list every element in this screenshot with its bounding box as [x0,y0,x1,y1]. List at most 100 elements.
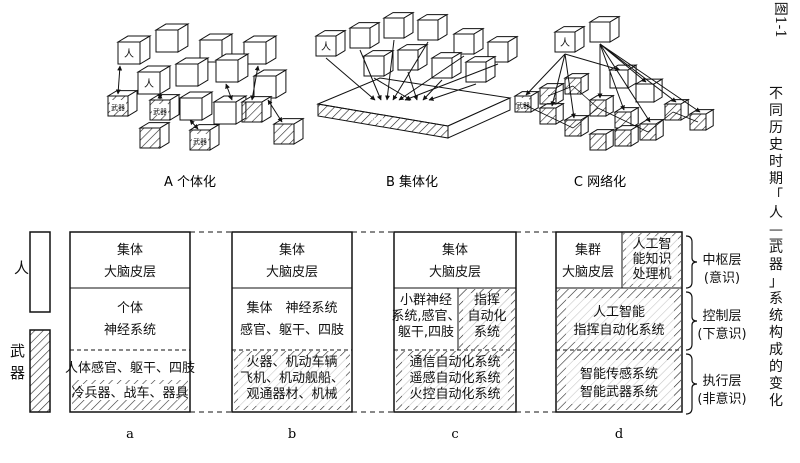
panel-b-person-cube [486,35,519,63]
panel-b-person-cube-label: 人 [321,41,331,53]
caption-char: 武 [769,240,783,256]
col-d-bot-line2: 智能武器系统 [580,385,658,400]
col-c-bot-line1: 通信自动化系统 [409,355,500,370]
panel-c-person-cube: 人 [553,25,586,53]
caption-char: 历 [769,120,783,136]
caption-char: 变 [769,376,783,392]
panel-c-label: C 网络化 [574,174,626,190]
panel-a-person-cube-label: 人 [144,78,154,90]
panel-a-person-cube [174,57,210,87]
panel-a-weapon-cube [272,117,305,145]
caption-char: 不 [769,86,783,102]
panel-a-person-cube [212,95,248,125]
panel-c-weapon-cube [538,102,566,125]
col-b-bot-line2: 飞机、机动舰船、 [240,371,344,386]
panel-a-person-cube [178,91,214,121]
col-d-topright-line3: 处理机 [632,267,671,282]
col-a-mid-line1: 个体 [117,301,143,316]
panel-a-weapon-cube-label: 武器 [153,107,167,116]
col-c-midleft-line2: 系统,感官、 [391,308,460,324]
col-c-bot-line2: 遥感自动化系统 [409,370,500,386]
panel-b-person-cube [362,49,395,77]
legend-weapon-char-2: 器 [10,364,25,382]
column-connectors [190,231,556,413]
panel-b-person-cube [396,43,429,71]
panel-a-weapon-cube: 武器 [106,89,139,117]
panel-b-label: B 集体化 [386,174,438,190]
layer-exec-note: (非意识) [697,391,746,407]
panel-c-weapon-cube [538,82,566,105]
caption-char: 的 [769,359,783,375]
caption-char: 同 [769,103,783,119]
panel-a-person-cube [252,69,288,99]
panel-c-weapon-cube-label: 武器 [516,101,530,110]
panel-a-person-cube [198,33,234,63]
panel-a-weapon-cube: 武器 [148,93,181,121]
layer-control-name: 控制层 [702,309,741,324]
panel-c-person-cube-label: 人 [560,37,570,49]
col-c-letter: c [451,427,458,442]
panel-a-person-cube [214,53,250,83]
caption-char: 器 [769,257,783,273]
legend-weapon-box [29,329,51,413]
col-d-topleft-line1: 集群 [575,242,601,258]
col-a-letter: a [126,427,134,442]
col-d-topright-line1: 人工智 [632,237,671,252]
col-b-bot-line3: 观通器材、机械 [246,387,337,402]
panel-a-weapon-cube-label: 武器 [193,137,207,146]
col-b-letter: b [288,427,296,442]
panel-b-person-cube [348,21,381,49]
panel-c-weapon-cube [613,124,641,147]
col-c-top-line1: 集体 [442,242,468,258]
panel-b-person-cube [382,11,415,39]
panel-a-weapon-cube-label: 武器 [111,103,125,112]
panel-c-weapon-cube [588,128,616,151]
col-d-topright-line2: 能知识 [632,251,671,267]
col-b-bot-line1: 火器、机动车辆 [246,354,337,370]
layer-braces [685,235,698,415]
col-d-mid-line2: 指挥自动化系统 [573,323,664,338]
panel-c-weapon-cube [638,118,666,141]
panel-a-person-cube: 人 [116,35,152,65]
layer-control-note: (下意识) [697,326,746,342]
column-a: 集体 大脑皮层 个体 神经系统 人体感官、躯干、四肢 冷兵器、战车、器具 a [65,231,195,442]
legend-person-box [29,231,51,313]
col-c-midleft-line1: 小群神经 [400,293,452,308]
col-c-midright-line2: 自动化 [467,309,506,324]
legend-weapon-label: 武器 [10,342,25,382]
panel-c-person-cube [588,15,621,43]
column-b: 集体 大脑皮层 集体 神经系统 感官、躯干、四肢 火器、机动车辆 飞机、机动舰船… [231,231,353,442]
column-d: 集群 大脑皮层 人工智 能知识 处理机 人工智能 指挥自动化系统 智能传感系统 … [555,231,683,442]
panel-a-weapon-cube [240,95,273,123]
col-c-midright-line1: 指挥 [474,293,500,308]
panel-a-person-cube-label: 人 [124,48,134,60]
col-d-letter: d [615,427,623,442]
panel-a-weapon-cube [138,121,171,149]
panel-b-person-cube [464,55,497,83]
col-a-mid-line2: 神经系统 [104,323,156,338]
caption-char: 化 [769,393,783,409]
layer-exec-name: 执行层 [702,374,741,389]
panel-a-person-cube [242,35,278,65]
caption-char: — [769,231,783,247]
panel-b-person-cube [430,51,463,79]
col-b-mid-line1: 集体 神经系统 [246,300,337,316]
panel-c-person-cube [634,78,664,103]
panel-a-label: A 个体化 [164,175,216,190]
panel-c-illustration: 人武器 [513,15,716,151]
column-c: 集体 大脑皮层 小群神经 系统,感官、 躯干,四肢 指挥 自动化 系统 通信自动… [391,231,517,442]
col-a-bot-line1: 人体感官、躯干、四肢 [65,360,195,376]
caption-char: 构 [769,325,783,341]
col-c-midright-line3: 系统 [474,325,500,340]
col-a-top-line1: 集体 [117,242,143,258]
caption-char: 」 [769,274,783,290]
caption-char: 人 [769,205,783,221]
col-b-top-line1: 集体 [279,242,305,258]
panel-a-person-cube: 人 [136,65,172,95]
col-c-midleft-line3: 躯干,四肢 [398,324,454,340]
col-a-top-line2: 大脑皮层 [104,265,156,280]
caption-char: 「 [769,188,783,204]
caption-char: 时 [769,154,783,170]
panel-a-weapon-cube: 武器 [188,123,221,151]
caption-char: 成 [769,342,783,358]
